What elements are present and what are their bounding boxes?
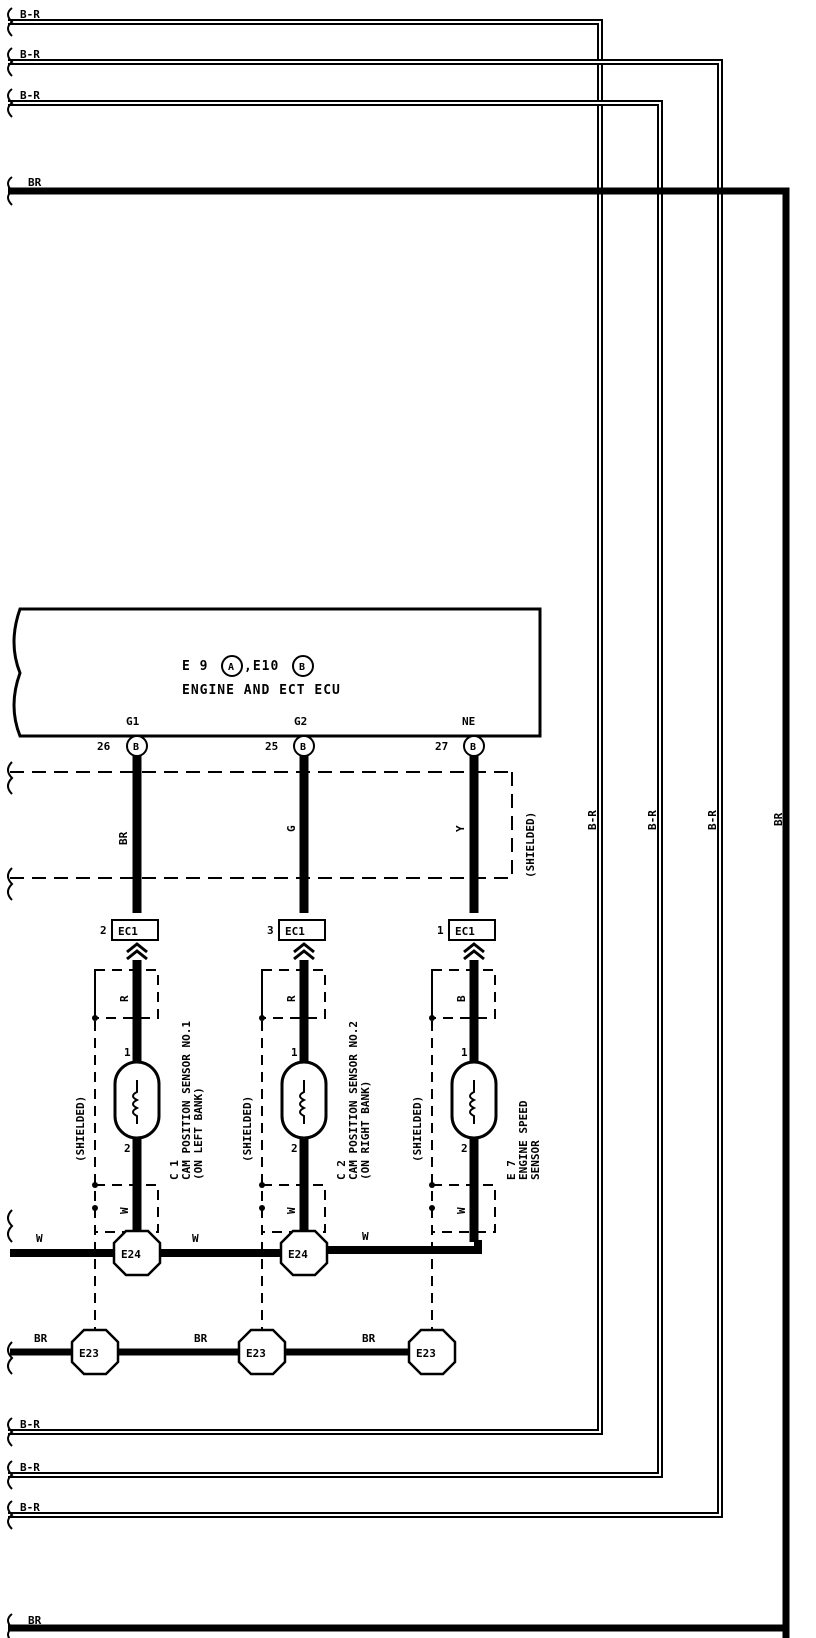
connector-chevrons xyxy=(126,942,485,961)
wire-label-bottom-2: B-R xyxy=(20,1461,40,1474)
wire-label-top-1: B-R xyxy=(20,8,40,21)
sensor2-pin-top: 1 xyxy=(291,1046,298,1059)
ec1-connector-1: 2 EC1 xyxy=(100,919,159,941)
ecu-code-mid: ,E10 xyxy=(244,659,279,674)
wire-label-top-4: BR xyxy=(28,176,42,189)
e23-node-1: E23 xyxy=(70,1328,120,1376)
sensor1-pin-top: 1 xyxy=(124,1046,131,1059)
sensor3-upper-wire: B xyxy=(455,995,468,1002)
e23-node-3: E23 xyxy=(407,1328,457,1376)
vertical-wire-label-1: B-R xyxy=(586,810,599,830)
wire-color-ne: Y xyxy=(454,825,467,832)
sensor3-name-2: SENSOR xyxy=(529,1140,542,1180)
ec1-pin-2: 3 xyxy=(267,924,274,937)
wire-color-g1: BR xyxy=(117,831,130,845)
sensor-shields xyxy=(94,969,496,1330)
wire-label-bottom-3: B-R xyxy=(20,1501,40,1514)
ecu-pin-badge-2: B xyxy=(300,742,306,753)
sensor-wires xyxy=(132,960,479,1242)
vertical-wire-label-3: B-R xyxy=(706,810,719,830)
sensor2-shielded: (SHIELDED) xyxy=(241,1096,254,1162)
ec1-pin-3: 1 xyxy=(437,924,444,937)
e23-node-2: E23 xyxy=(237,1328,287,1376)
e24-node-1: E24 xyxy=(112,1229,162,1277)
ec1-label-2: EC1 xyxy=(285,925,305,938)
sensor2-lower-wire: W xyxy=(285,1207,298,1214)
ec1-connector-2: 3 EC1 xyxy=(267,919,326,941)
ecu-pin-badge-1: B xyxy=(133,742,139,753)
sensor3-pin-top: 1 xyxy=(461,1046,468,1059)
wire-color-g2: G xyxy=(285,825,298,832)
e23-label-3: E23 xyxy=(416,1347,436,1360)
e23-wire-label-1: BR xyxy=(34,1332,48,1345)
ecu-badge-a: A xyxy=(228,662,234,673)
e24-wire-label-1: W xyxy=(36,1232,43,1245)
e24-wire-label-3: W xyxy=(362,1230,369,1243)
sensor3-code: E 7 xyxy=(505,1160,518,1180)
sensor3-shielded: (SHIELDED) xyxy=(411,1096,424,1162)
sensor1-name: CAM POSITION SENSOR NO.1 xyxy=(180,1021,193,1180)
ecu-code-prefix: E 9 xyxy=(182,659,208,674)
shielded-top-label: (SHIELDED) xyxy=(524,812,537,878)
ec1-connector-3: 1 EC1 xyxy=(437,919,496,941)
ecu-badge-b: B xyxy=(299,662,305,673)
e24-wire-label-2: W xyxy=(192,1232,199,1245)
ec1-label-3: EC1 xyxy=(455,925,475,938)
top-shield xyxy=(10,771,513,879)
e24-wires xyxy=(10,1240,482,1257)
sensor1-pin-bottom: 2 xyxy=(124,1142,131,1155)
e24-label-1: E24 xyxy=(121,1248,141,1261)
e24-label-2: E24 xyxy=(288,1248,308,1261)
sensor1-location: (ON LEFT BANK) xyxy=(192,1087,205,1180)
ecu-pin-num-27: 27 xyxy=(435,740,448,753)
ecu-pin-badge-3: B xyxy=(470,742,476,753)
ec1-pin-1: 2 xyxy=(100,924,107,937)
signal-wires xyxy=(132,756,479,913)
shield-dots xyxy=(92,1015,435,1211)
sensor1-code: C 1 xyxy=(168,1160,181,1180)
vertical-wire-label-2: B-R xyxy=(646,810,659,830)
ecu-pin-num-26: 26 xyxy=(97,740,111,753)
sensor1-shielded: (SHIELDED) xyxy=(74,1096,87,1162)
ecu-pin-name-ne: NE xyxy=(462,715,475,728)
left-brace-marks xyxy=(7,7,14,1638)
wire-label-bottom-1: B-R xyxy=(20,1418,40,1431)
bus-wires xyxy=(8,19,790,1638)
e23-label-2: E23 xyxy=(246,1347,266,1360)
sensor2-code: C 2 xyxy=(335,1160,348,1180)
sensor3-pin-bottom: 2 xyxy=(461,1142,468,1155)
sensor2-pin-bottom: 2 xyxy=(291,1142,298,1155)
ecu-pin-num-25: 25 xyxy=(265,740,278,753)
e23-label-1: E23 xyxy=(79,1347,99,1360)
ecu-title: ENGINE AND ECT ECU xyxy=(182,683,341,698)
sensor1-upper-wire: R xyxy=(118,995,131,1002)
e24-node-2: E24 xyxy=(279,1229,329,1277)
e23-wire-label-2: BR xyxy=(194,1332,208,1345)
sensor2-name: CAM POSITION SENSOR NO.2 xyxy=(347,1021,360,1180)
sensor2-location: (ON RIGHT BANK) xyxy=(359,1081,372,1180)
wire-label-bottom-4: BR xyxy=(28,1614,42,1627)
sensor3-name: ENGINE SPEED xyxy=(517,1100,530,1180)
wire-label-top-3: B-R xyxy=(20,89,40,102)
ec1-label-1: EC1 xyxy=(118,925,138,938)
vertical-wire-label-4: BR xyxy=(772,812,785,826)
ecu-pin-name-g1: G1 xyxy=(126,715,140,728)
ecu-box: E 9 A ,E10 B ENGINE AND ECT ECU xyxy=(12,607,542,738)
ecu-pin-name-g2: G2 xyxy=(294,715,307,728)
e23-wire-label-3: BR xyxy=(362,1332,376,1345)
sensor3-lower-wire: W xyxy=(455,1207,468,1214)
sensor2-upper-wire: R xyxy=(285,995,298,1002)
sensor-coils xyxy=(132,1080,477,1124)
sensor1-lower-wire: W xyxy=(118,1207,131,1214)
wire-label-top-2: B-R xyxy=(20,48,40,61)
